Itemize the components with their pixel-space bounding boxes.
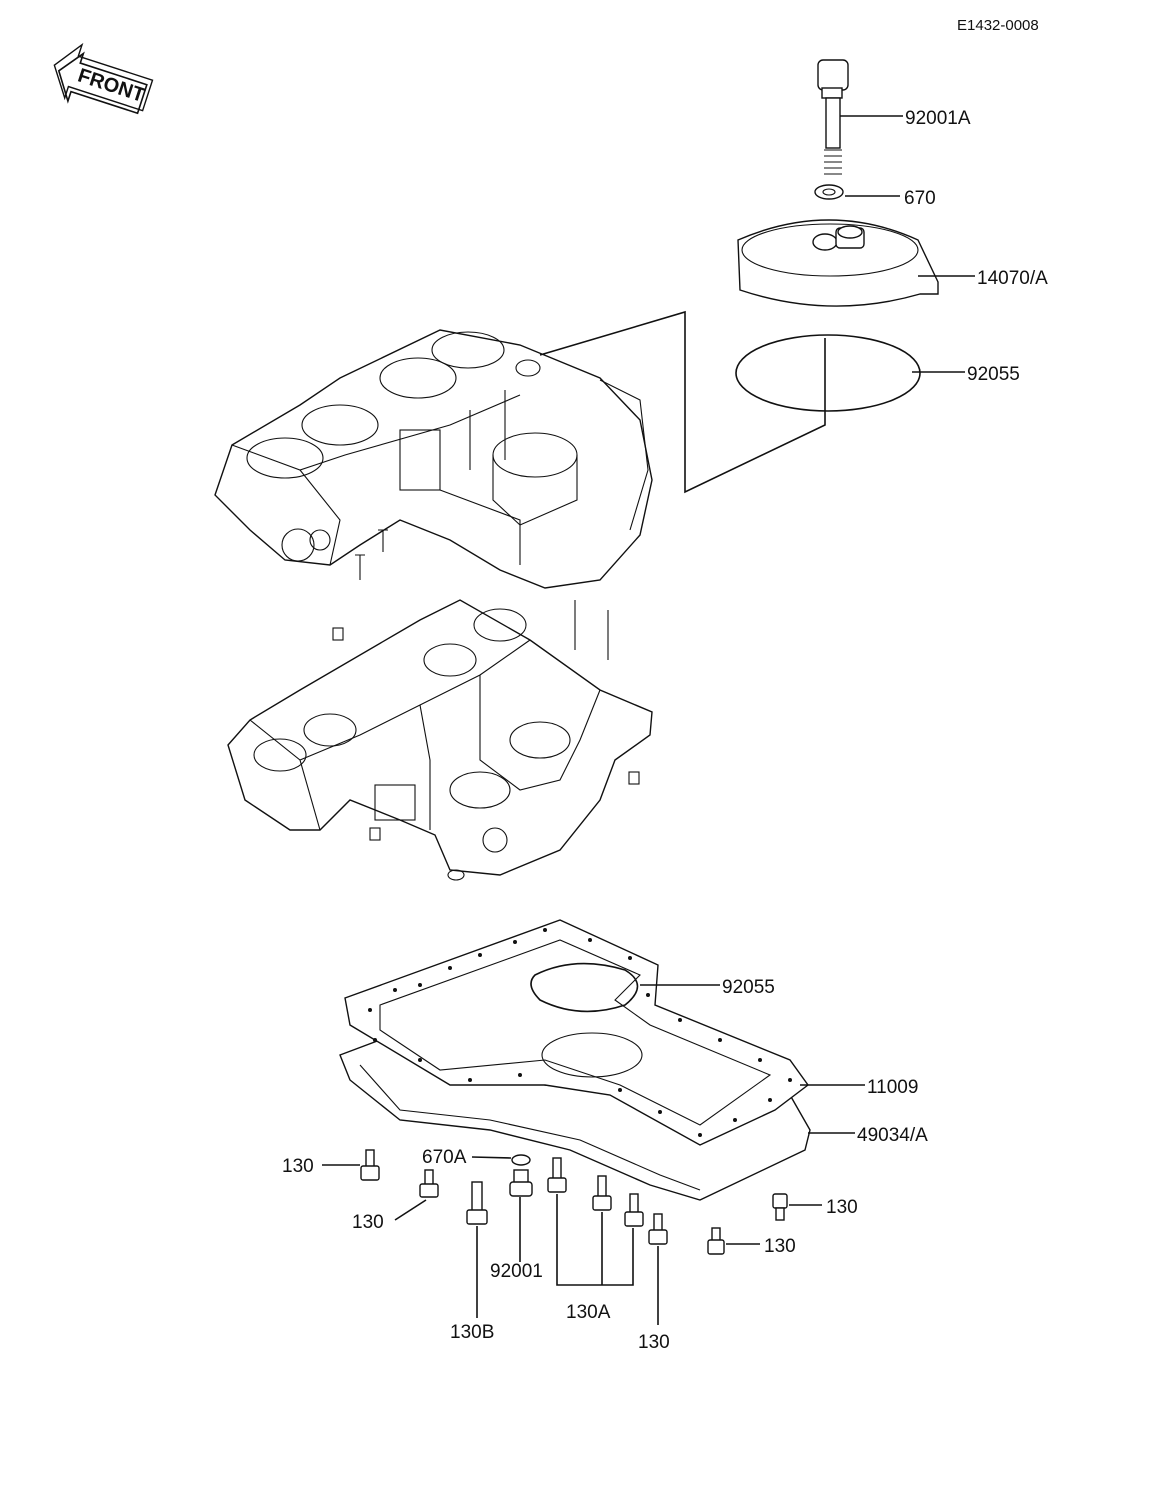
callout-drain-plug: 92001 <box>490 1261 543 1282</box>
lower-crankcase <box>227 599 653 881</box>
diagram-code: E1432-0008 <box>957 17 1039 34</box>
callout-bolt-b: 130 <box>352 1212 384 1233</box>
upper-crankcase <box>214 329 653 589</box>
front-arrow-icon: FRONT <box>53 42 154 115</box>
bolt-130-d <box>772 1193 788 1221</box>
callout-bolt-c: 130 <box>638 1332 670 1353</box>
callout-oring-pan: 92055 <box>722 977 775 998</box>
callout-bolt-long: 130B <box>450 1322 494 1343</box>
bolt-92001a <box>817 59 849 175</box>
callout-gasket: 11009 <box>867 1077 918 1098</box>
bolt-130b <box>466 1181 488 1225</box>
callout-bolt-group: 130A <box>566 1302 611 1323</box>
washer-670 <box>814 184 844 200</box>
drain-plug-92001 <box>509 1169 533 1197</box>
callout-bolt-a: 130 <box>282 1156 314 1177</box>
bolt-130a-group <box>547 1157 644 1227</box>
callout-oil-pan: 49034/A <box>857 1125 928 1146</box>
gasket-11009 <box>344 919 809 1146</box>
cover-leader-line <box>539 310 826 494</box>
callout-washer-drain: 670A <box>422 1147 467 1168</box>
callout-washer-top: 670 <box>904 188 936 209</box>
oring-92055-top <box>735 334 921 412</box>
callout-cover: 14070/A <box>977 268 1048 289</box>
callout-oring-top: 92055 <box>967 364 1020 385</box>
oring-92055-pan <box>530 962 639 1013</box>
bolt-130-b <box>419 1169 439 1198</box>
bolt-130-c <box>648 1213 668 1245</box>
washer-670a <box>511 1154 531 1166</box>
callout-bolt-e: 130 <box>764 1236 796 1257</box>
callout-bolt-d: 130 <box>826 1197 858 1218</box>
bolt-130-a <box>360 1149 380 1181</box>
callout-bolt-top: 92001A <box>905 108 971 129</box>
bolt-130-e <box>707 1227 725 1255</box>
oil-filter-cover <box>737 219 939 307</box>
